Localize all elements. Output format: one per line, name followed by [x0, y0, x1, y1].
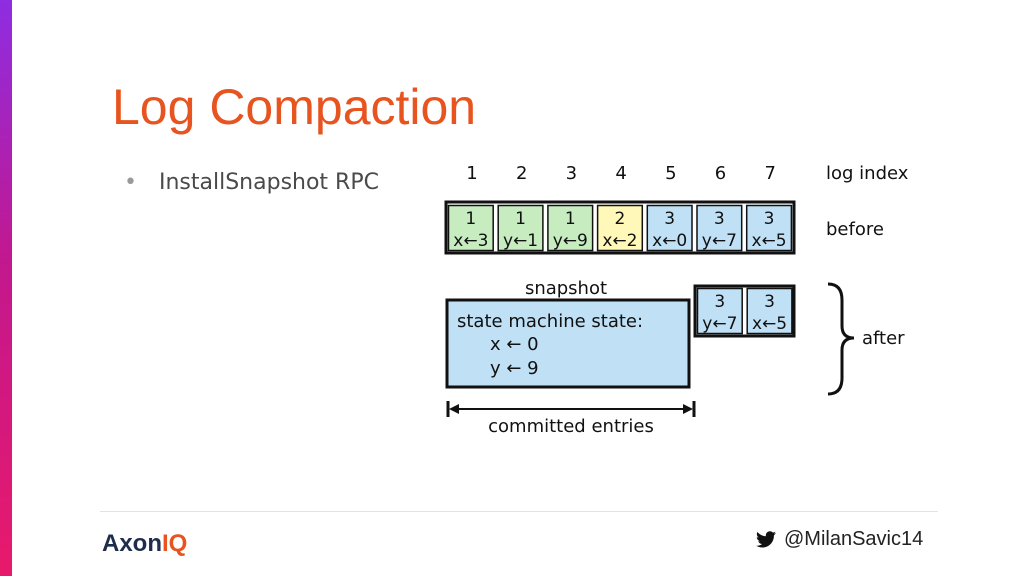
before-entry-term: 3 — [714, 209, 725, 229]
before-entry-command: x←0 — [652, 231, 687, 251]
log-index-2: 2 — [516, 163, 527, 184]
snapshot-label: snapshot — [525, 278, 607, 299]
before-entry-command: x←5 — [751, 231, 786, 251]
before-entry-command: x←3 — [453, 231, 488, 251]
snapshot-line-3: y ← 9 — [490, 358, 539, 379]
before-entry-term: 1 — [515, 209, 526, 229]
before-entry-2 — [497, 204, 544, 252]
after-entry-term: 3 — [764, 292, 775, 312]
footer-divider — [100, 511, 938, 512]
log-index-1: 1 — [466, 163, 477, 184]
committed-entries-label: committed entries — [488, 416, 654, 437]
before-entry-command: y←9 — [553, 231, 588, 251]
log-index-3: 3 — [566, 163, 577, 184]
after-log-outline — [693, 284, 796, 338]
after-log-row: 3y←73x←5 — [696, 287, 793, 335]
before-entry-term: 1 — [465, 209, 476, 229]
bullet-dot: • — [124, 170, 137, 195]
before-entry-term: 3 — [764, 209, 775, 229]
before-entry-term: 2 — [615, 209, 626, 229]
before-entry-5 — [646, 204, 693, 252]
log-index-row: 1 2 3 4 5 6 7 — [466, 163, 776, 184]
after-label: after — [862, 328, 905, 349]
snapshot-line-1: state machine state: — [457, 311, 643, 332]
after-entry-command: y←7 — [702, 314, 737, 334]
twitter-bird-icon — [756, 531, 776, 548]
log-index-4: 4 — [615, 163, 626, 184]
bullet-text: InstallSnapshot RPC — [158, 170, 379, 195]
committed-arrow-left — [449, 404, 459, 414]
after-entry-command: x←5 — [752, 314, 787, 334]
snapshot-line-2: x ← 0 — [490, 334, 539, 355]
before-entry-1 — [447, 204, 494, 252]
slide-title: Log Compaction — [112, 79, 477, 135]
before-entry-command: x←2 — [602, 231, 637, 251]
snapshot-box — [445, 298, 691, 389]
after-entry-2 — [746, 287, 793, 335]
before-log-outline — [444, 200, 796, 255]
logo-main-text: Axon — [102, 530, 162, 557]
before-label: before — [826, 219, 884, 240]
after-entry-1 — [696, 287, 743, 335]
before-entry-term: 1 — [565, 209, 576, 229]
log-index-5: 5 — [665, 163, 676, 184]
before-entry-4 — [596, 204, 644, 252]
before-log-row: 1x←31y←11y←92x←23x←03y←73x←5 — [447, 204, 793, 252]
accent-bar — [0, 0, 12, 576]
log-index-6: 6 — [715, 163, 726, 184]
before-entry-6 — [696, 204, 743, 252]
log-index-label: log index — [826, 163, 909, 184]
before-entry-command: y←1 — [503, 231, 538, 251]
axoniq-logo: AxonIQ — [102, 530, 187, 558]
committed-arrow-right — [683, 404, 693, 414]
after-entry-term: 3 — [714, 292, 725, 312]
twitter-handle: @MilanSavic14 — [756, 528, 923, 551]
logo-accent-text: IQ — [162, 530, 188, 557]
after-brace — [827, 282, 855, 396]
twitter-handle-text: @MilanSavic14 — [784, 528, 924, 550]
before-entry-7 — [745, 204, 793, 252]
bullet-item: • InstallSnapshot RPC — [124, 170, 379, 195]
log-index-7: 7 — [764, 163, 775, 184]
before-entry-3 — [547, 204, 594, 252]
before-entry-term: 3 — [664, 209, 675, 229]
before-entry-command: y←7 — [702, 231, 737, 251]
